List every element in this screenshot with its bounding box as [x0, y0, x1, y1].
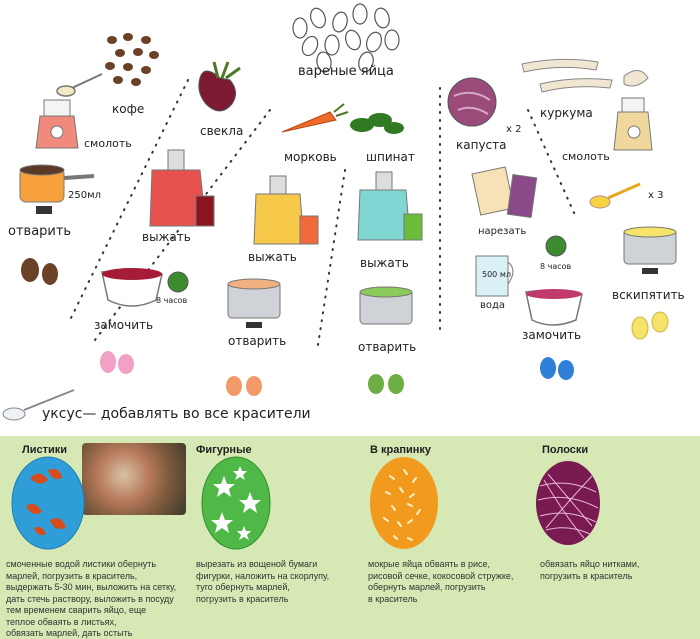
shapes-title: Фигурные — [196, 444, 252, 456]
yellow-eggs-icon — [631, 311, 669, 340]
pot-carrot-icon — [227, 278, 281, 328]
bowl-cabbage-icon — [525, 289, 583, 326]
spinach-squeeze-label: выжать — [360, 256, 409, 270]
stripes-text: обвязать яйцо нитками, погрузить в краси… — [540, 559, 640, 581]
spinach-label: шпинат — [366, 150, 415, 164]
cutting-board-icon — [471, 166, 538, 219]
grinder-turmeric-icon — [613, 97, 653, 151]
cabbage-hours-label: 8 часов — [540, 262, 572, 271]
coffee-beans-icon — [105, 33, 159, 86]
beet-squeeze-label: выжать — [142, 230, 191, 244]
cabbage-mult-label: x 2 — [506, 124, 522, 135]
coffee-pot-icon — [19, 164, 95, 214]
green-eggs-icon — [368, 374, 404, 394]
carrot-label: морковь — [284, 150, 337, 164]
eggs-title: вареные яйца — [298, 64, 394, 79]
turmeric-label: куркума — [540, 106, 593, 120]
coffee-boil-label: отварить — [8, 224, 72, 239]
shapes-text: вырезать из вощеной бумаги фигурки, нало… — [196, 559, 330, 604]
carrot-icon — [281, 103, 349, 133]
beet-label: свекла — [200, 124, 244, 138]
leaves-photo — [82, 443, 186, 515]
juicer-blue-icon — [357, 171, 423, 241]
spoon-turmeric-icon — [607, 182, 641, 200]
cabbage-icon — [447, 77, 497, 127]
turmeric-mult-label: x 3 — [648, 190, 664, 201]
beet-soak-label: замочить — [94, 318, 154, 332]
orange-eggs-icon — [226, 376, 262, 396]
cabbage-label: капуста — [456, 138, 507, 152]
turmeric-grind-label: смолоть — [562, 150, 610, 163]
bowl-beet-icon — [101, 268, 189, 307]
vinegar-note: уксус— добавлять во все красители — [42, 406, 311, 422]
brown-eggs-icon — [21, 258, 58, 285]
cabbage-volume-label: 500 мл — [482, 270, 511, 279]
turmeric-boil-label: вскипятить — [612, 288, 685, 302]
beet-hours-label: 8 часов — [156, 296, 188, 305]
coffee-volume-label: 250мл — [68, 190, 102, 201]
cabbage-cut-label: нарезать — [478, 226, 527, 237]
speckled-text: мокрые яйца обваять в рисе, рисовой сечк… — [368, 559, 514, 604]
juicer-yellow-icon — [253, 175, 319, 245]
leaves-text: смоченные водой листики обернуть марлей,… — [6, 559, 177, 638]
beet-icon — [198, 61, 241, 112]
spinach-boil-label: отварить — [358, 340, 417, 354]
pink-eggs-icon — [100, 351, 134, 374]
spoon-icon — [71, 73, 103, 89]
pot-turmeric-icon — [623, 226, 677, 274]
carrot-squeeze-label: выжать — [248, 250, 297, 264]
leaves-title: Листики — [22, 444, 68, 456]
juicer-red-icon — [149, 149, 215, 227]
vinegar-spoon-icon — [2, 389, 75, 421]
cabbage-water-label: вода — [480, 300, 506, 311]
coffee-grind-label: смолоть — [84, 137, 132, 150]
blue-eggs-icon — [540, 357, 574, 380]
white-eggs-icon — [292, 3, 400, 73]
spinach-icon — [350, 113, 404, 134]
grinder-icon — [35, 99, 79, 149]
coffee-label: кофе — [112, 102, 145, 116]
stripes-title: Полоски — [542, 444, 589, 456]
cabbage-soak-label: замочить — [522, 328, 582, 342]
turmeric-icon — [521, 58, 649, 93]
speckled-title: В крапинку — [370, 444, 432, 456]
pot-spinach-icon — [359, 286, 413, 325]
water-jug-icon — [475, 255, 514, 297]
dye-illustration — [2, 3, 677, 421]
carrot-boil-label: отварить — [228, 334, 287, 348]
